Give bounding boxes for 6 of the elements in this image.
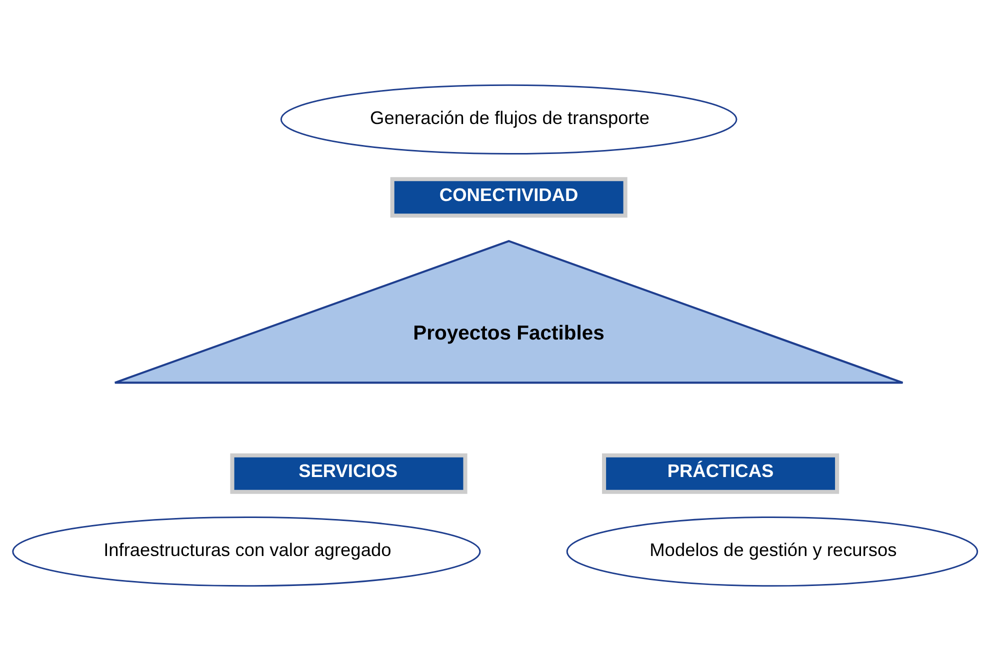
node-ellipse: Generación de flujos de transporte	[280, 84, 738, 154]
node-box: SERVICIOS	[230, 452, 468, 494]
node-ellipse: Modelos de gestión y recursos	[566, 516, 978, 586]
node-box: PRÁCTICAS	[602, 452, 840, 494]
node-box: CONECTIVIDAD	[390, 176, 628, 218]
node-ellipse: Infraestructuras con valor agregado	[12, 516, 481, 586]
